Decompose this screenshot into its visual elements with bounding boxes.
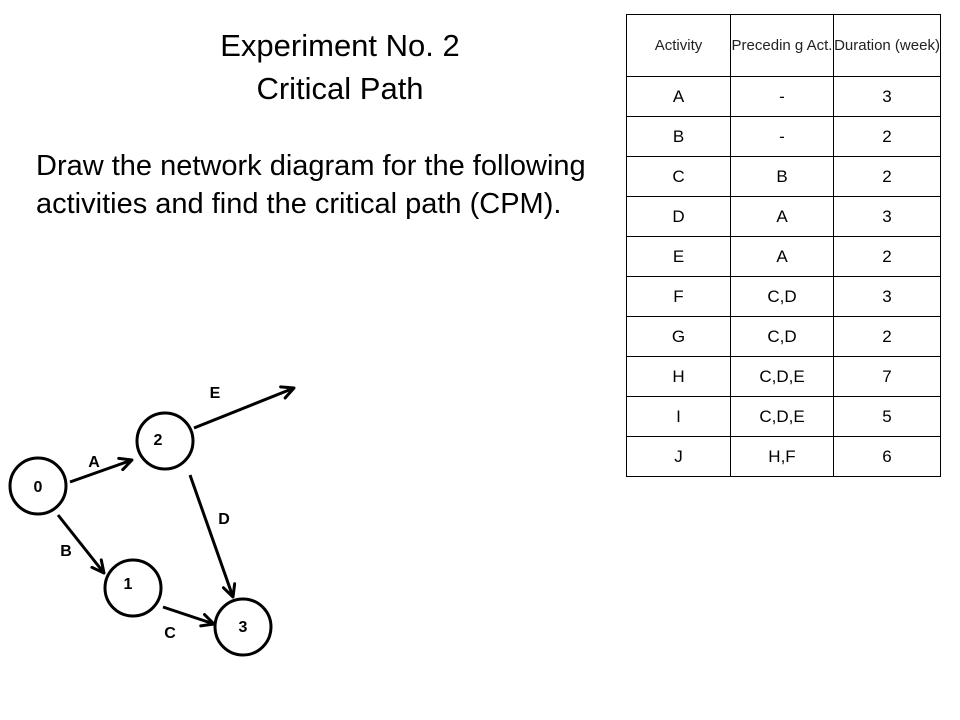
edge-label-e: E	[210, 385, 221, 402]
cell-preceding: C,D	[730, 316, 834, 357]
cell-duration: 7	[833, 356, 941, 397]
cell-activity: I	[626, 396, 731, 437]
edge-label-d: D	[218, 511, 230, 528]
cell-preceding: A	[730, 196, 834, 237]
edge-a: A	[69, 454, 134, 484]
table-row: F C,D 3	[626, 276, 941, 317]
cell-duration: 3	[833, 76, 941, 117]
table-row: C B 2	[626, 156, 941, 197]
cell-activity: C	[626, 156, 731, 197]
edge-label-b: B	[60, 543, 72, 560]
node-2: 2	[135, 411, 195, 471]
title-experiment: Experiment No. 2	[220, 28, 460, 63]
cell-activity: G	[626, 316, 731, 357]
cell-duration: 2	[833, 316, 941, 357]
cell-activity: D	[626, 196, 731, 237]
slide-title: Experiment No. 2 Critical Path	[130, 24, 550, 110]
node-label-0: 0	[34, 479, 43, 496]
cell-duration: 3	[833, 196, 941, 237]
header-duration: Duration (week)	[833, 14, 941, 77]
node-label-2: 2	[154, 432, 163, 449]
cell-preceding: C,D,E	[730, 356, 834, 397]
cell-activity: E	[626, 236, 731, 277]
cell-activity: H	[626, 356, 731, 397]
node-label-3: 3	[239, 619, 248, 636]
cell-duration: 3	[833, 276, 941, 317]
node-3: 3	[213, 597, 273, 657]
node-1: 1	[103, 558, 163, 618]
table-header-row: Activity Precedin g Act. Duration (week)	[626, 14, 941, 77]
cell-preceding: C,D,E	[730, 396, 834, 437]
node-label-1: 1	[124, 576, 133, 593]
table-row: H C,D,E 7	[626, 356, 941, 397]
cell-activity: J	[626, 436, 731, 477]
cell-duration: 5	[833, 396, 941, 437]
table-row: A - 3	[626, 76, 941, 117]
edge-c: C	[162, 605, 216, 642]
edge-b: B	[56, 514, 106, 575]
table-row: E A 2	[626, 236, 941, 277]
cell-duration: 2	[833, 236, 941, 277]
header-preceding: Precedin g Act.	[730, 14, 834, 77]
edge-label-c: C	[164, 625, 176, 642]
cell-preceding: A	[730, 236, 834, 277]
table-row: G C,D 2	[626, 316, 941, 357]
title-critical-path: Critical Path	[256, 71, 424, 106]
cell-duration: 2	[833, 116, 941, 157]
cell-preceding: -	[730, 76, 834, 117]
cell-duration: 6	[833, 436, 941, 477]
cell-duration: 2	[833, 156, 941, 197]
activity-table: Activity Precedin g Act. Duration (week)…	[626, 14, 941, 477]
table-row: J H,F 6	[626, 436, 941, 477]
edge-e: E	[193, 385, 296, 430]
edge-d: D	[188, 474, 237, 599]
edge-label-a: A	[88, 454, 100, 471]
table-row: I C,D,E 5	[626, 396, 941, 437]
node-0: 0	[8, 456, 68, 516]
cell-preceding: H,F	[730, 436, 834, 477]
instruction-text: Draw the network diagram for the followi…	[36, 150, 586, 220]
table-row: D A 3	[626, 196, 941, 237]
